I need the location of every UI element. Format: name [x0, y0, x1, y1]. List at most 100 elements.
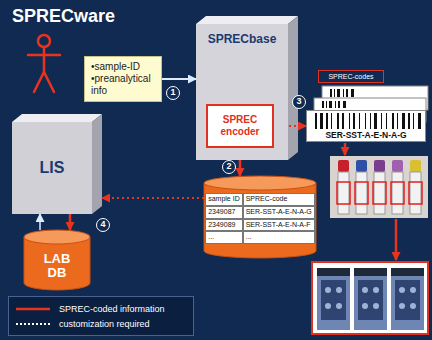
- barcode-stack: [334, 89, 335, 97]
- freezers-photo: [399, 303, 405, 309]
- code-caption-box: SPREC-codes: [318, 70, 384, 83]
- barcode-stack: [338, 101, 340, 108]
- callout-number: 4: [96, 218, 110, 232]
- table-cell: sample ID: [205, 193, 243, 206]
- barcode-stack: [351, 89, 354, 97]
- freezers-photo: [391, 268, 424, 276]
- connector: [162, 78, 196, 80]
- data-table: sample IDSPREC-code2349087SER-SST-A-E-N-…: [208, 193, 312, 244]
- freezers-photo: [399, 287, 405, 293]
- tubes-photo: [410, 172, 421, 214]
- tubes-photo: [410, 160, 421, 172]
- freezers-photo: [362, 303, 368, 309]
- barcode-stack: [346, 89, 348, 97]
- database-cylinder: LAB DB: [24, 230, 90, 290]
- freezers-photo: [321, 280, 346, 320]
- connector: [39, 214, 41, 230]
- table-cell: ...: [205, 231, 243, 244]
- freezers-photo: [312, 262, 428, 334]
- freezers-photo: [391, 276, 424, 330]
- barcode-stack: [335, 101, 336, 108]
- box-side-face: [288, 16, 298, 160]
- freezers-photo: [358, 280, 383, 320]
- tubes-photo: [338, 160, 349, 172]
- tubes-photo: [338, 172, 349, 214]
- person-figure: [34, 72, 44, 92]
- tubes-photo: [355, 182, 368, 204]
- legend-line-sample: [15, 305, 51, 313]
- barcode-bar: [342, 113, 344, 129]
- box-top-face: [12, 114, 102, 122]
- freezers-photo: [373, 303, 379, 309]
- node-text: SPREC-codes: [328, 73, 373, 80]
- person-figure: [38, 35, 50, 47]
- freezers-photo: [312, 262, 428, 334]
- flow-arrow: [344, 143, 347, 155]
- freezers-photo: [373, 287, 379, 293]
- tubes-photo: [392, 172, 403, 214]
- person-figure: [44, 72, 54, 92]
- freezers-photo: [354, 268, 387, 276]
- connector: [102, 197, 204, 199]
- barcode-stack: [343, 89, 344, 97]
- barcode-bar: [320, 113, 323, 129]
- barcode-bar: [365, 113, 366, 129]
- table-cell: 2349089: [205, 219, 243, 232]
- barcode-bar: [353, 113, 355, 129]
- barcode-bar: [370, 113, 371, 129]
- connector: [69, 214, 72, 230]
- freezers-photo: [325, 303, 331, 309]
- tubes-photo: [338, 172, 421, 214]
- tubes-photo: [337, 182, 350, 204]
- note-box: •sample-ID•preanalytical info: [84, 56, 162, 102]
- barcode-bars: [307, 113, 427, 131]
- barcode-stack: [326, 101, 327, 108]
- table-cell: SPREC-code: [243, 193, 315, 206]
- node-text: •sample-ID: [91, 61, 140, 73]
- cylinder-body: [24, 237, 90, 290]
- person-figure: [43, 47, 46, 72]
- callout-number: 3: [292, 95, 306, 109]
- freezers-photo: [336, 303, 342, 309]
- tubes-photo: [374, 160, 385, 172]
- freezers-photo: [325, 287, 416, 309]
- barcode-stack: [329, 101, 332, 108]
- legend-row: SPREC-coded information: [15, 301, 187, 316]
- cylinder-body: [204, 183, 316, 258]
- barcode-bar: [402, 113, 405, 129]
- database-box: SPRECbaseSPREC encoder: [196, 24, 288, 160]
- freezers-photo: [395, 280, 420, 320]
- system-box: LIS: [12, 122, 92, 214]
- legend-line-sample: [15, 320, 51, 328]
- freezers-photo: [410, 303, 416, 309]
- node-text: SPRECbase: [208, 32, 277, 46]
- freezers-photo: [317, 268, 350, 276]
- person-figure: [28, 35, 60, 92]
- barcode-bar: [397, 113, 398, 129]
- tubes-photo: [337, 182, 422, 204]
- tubes-photo: [330, 156, 428, 218]
- tubes-photo: [391, 182, 404, 204]
- node-text: LIS: [40, 159, 65, 177]
- table-cell: ...: [243, 231, 315, 244]
- tubes-photo: [374, 172, 385, 214]
- flow-arrow: [395, 219, 398, 260]
- freezers-photo: [317, 276, 350, 330]
- barcode-stack: [337, 89, 340, 97]
- barcode-bar: [386, 113, 387, 129]
- legend-line: [16, 323, 50, 325]
- cylinder-top: [204, 176, 316, 190]
- callout-number: 2: [222, 160, 236, 174]
- cylinder-top: [24, 230, 90, 244]
- tubes-photo: [373, 182, 386, 204]
- box-side-face: [92, 114, 102, 214]
- legend-line: [16, 307, 50, 310]
- tubes-photo: [409, 182, 422, 204]
- database-cylinder: sample IDSPREC-code2349087SER-SST-A-E-N-…: [204, 176, 316, 258]
- barcode-stack: [322, 101, 324, 108]
- tubes-photo: [356, 160, 367, 172]
- barcode-bar: [315, 113, 317, 129]
- freezers-photo: [410, 287, 416, 293]
- legend-text: SPREC-coded information: [59, 304, 165, 314]
